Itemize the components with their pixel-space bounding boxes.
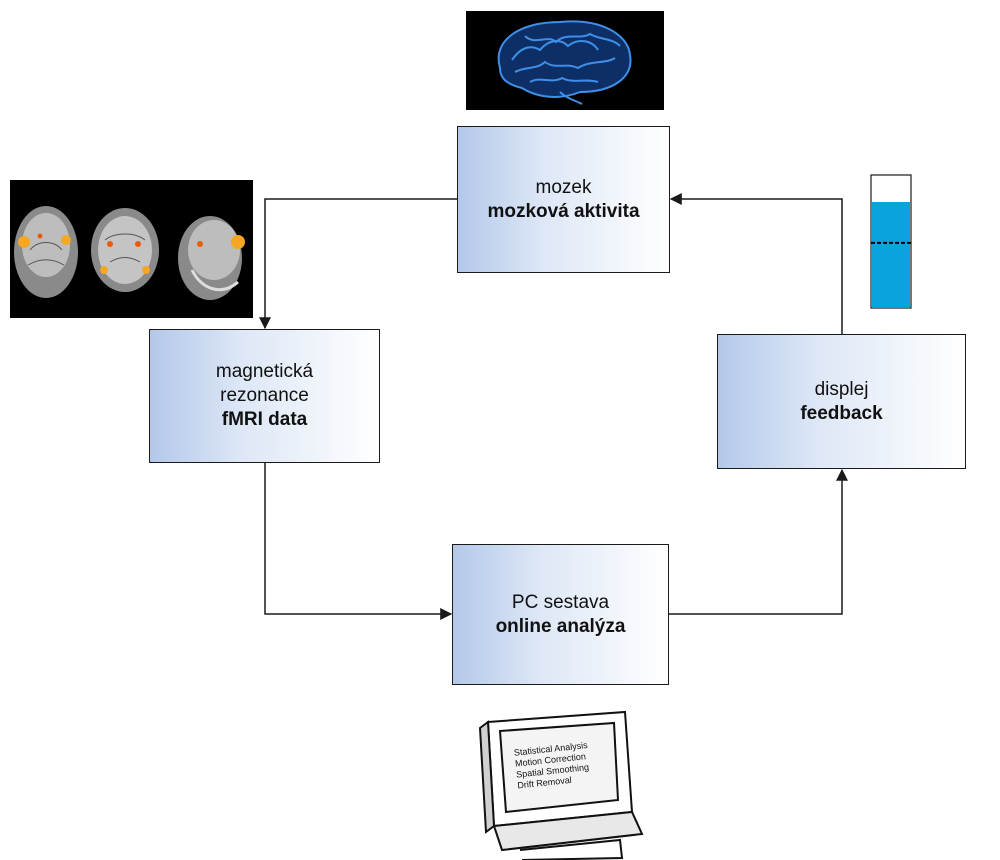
brain-activity-box: mozek mozková aktivita [457,126,670,273]
mri-box-subtitle: fMRI data [221,409,308,430]
brain-box-subtitle: mozková aktivita [487,200,640,222]
arrow-brain-to-mri [259,198,457,330]
mri-box-title-1: magnetická [215,361,314,382]
arrow-mri-to-pc [264,463,453,620]
pc-box-subtitle: online analýza [495,615,626,637]
display-box-subtitle: feedback [800,402,883,424]
mri-box-title-2: rezonance [220,385,309,406]
display-feedback-box: displej feedback [717,334,966,469]
pc-analysis-box: PC sestava online analýza [452,544,669,685]
pc-box-title: PC sestava [511,591,610,613]
arrow-display-to-brain [669,193,843,334]
display-box-title: displej [814,378,869,400]
brain-box-title: mozek [535,176,592,198]
arrow-pc-to-display [669,468,848,615]
mri-box: magnetická rezonance fMRI data [149,329,380,463]
